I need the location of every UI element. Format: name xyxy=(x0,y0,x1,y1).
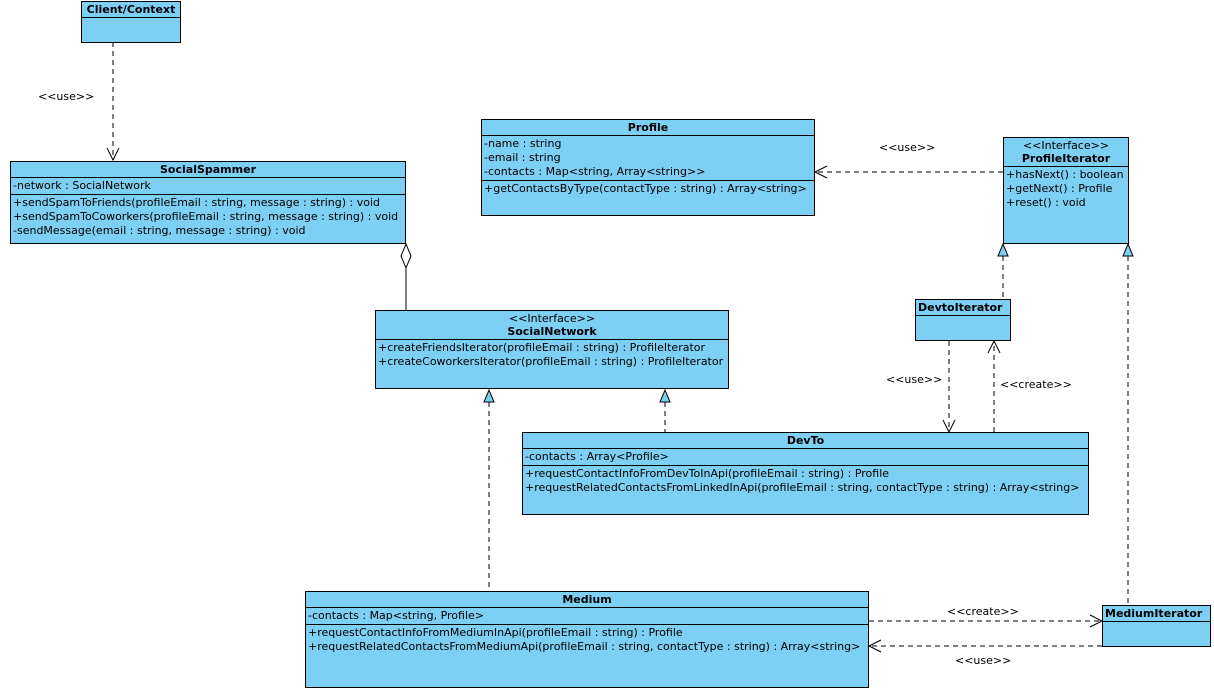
class-name: DevTo xyxy=(786,434,825,447)
operation: +getContactsByType(contactType : string)… xyxy=(484,182,807,195)
class-header: <<Interface>> ProfileIterator xyxy=(1004,138,1128,167)
client-use-arrowhead xyxy=(106,147,120,162)
operation: +reset() : void xyxy=(1006,196,1086,209)
operations-section: +createFriendsIterator(profileEmail : st… xyxy=(376,340,728,370)
attributes-section: -contacts : Map<string, Profile> xyxy=(306,608,868,625)
class-header: Client/Context xyxy=(82,2,180,18)
class-devto-iterator[interactable]: DevtoIterator xyxy=(915,299,1011,341)
aggregation-diamond xyxy=(400,242,412,270)
operations-section: +requestContactInfoFromMediumInApi(profi… xyxy=(306,625,868,655)
interface-profile-iterator[interactable]: <<Interface>> ProfileIterator +hasNext()… xyxy=(1003,137,1129,244)
attribute: -network : SocialNetwork xyxy=(13,179,151,192)
operation: +sendSpamToCoworkers(profileEmail : stri… xyxy=(13,210,399,223)
class-header: MediumIterator xyxy=(1103,606,1210,622)
operation: +requestRelatedContactsFromMediumApi(pro… xyxy=(308,640,861,653)
class-name: Medium xyxy=(562,593,612,606)
class-header: SocialSpammer xyxy=(11,162,405,178)
class-name: Profile xyxy=(627,121,669,134)
iterator-profile-use-label: <<use>> xyxy=(879,141,936,154)
class-header: DevTo xyxy=(523,433,1088,449)
operation: -sendMessage(email : string, message : s… xyxy=(13,224,306,237)
operation: +getNext() : Profile xyxy=(1006,182,1113,195)
class-header: Profile xyxy=(482,120,814,136)
attribute: -contacts : Map<string, Profile> xyxy=(308,609,484,622)
operations-section: +sendSpamToFriends(profileEmail : string… xyxy=(11,195,405,239)
operation: +requestContactInfoFromMediumInApi(profi… xyxy=(308,626,683,639)
operations-section: +getContactsByType(contactType : string)… xyxy=(482,181,814,197)
class-header: Medium xyxy=(306,592,868,608)
class-social-spammer[interactable]: SocialSpammer -network : SocialNetwork +… xyxy=(10,161,406,244)
client-use-label: <<use>> xyxy=(38,90,95,103)
class-name: MediumIterator xyxy=(1105,607,1203,620)
operation: +hasNext() : boolean xyxy=(1006,168,1124,181)
attributes-section: -network : SocialNetwork xyxy=(11,178,405,195)
operations-section: +requestContactInfoFromDevToInApi(profil… xyxy=(523,466,1088,496)
class-name: SocialNetwork xyxy=(507,325,597,338)
class-header: <<Interface>> SocialNetwork xyxy=(376,311,728,340)
class-header: DevtoIterator xyxy=(916,300,1010,316)
operations-section: +hasNext() : boolean +getNext() : Profil… xyxy=(1004,167,1128,211)
stereotype: <<Interface>> xyxy=(1022,139,1110,152)
medium-iterator-realization-triangle xyxy=(1122,242,1134,257)
devto-iterator-create-label: <<create>> xyxy=(1000,378,1072,391)
attribute: -email : string xyxy=(484,151,561,164)
medium-iterator-use-arrowhead xyxy=(867,639,882,653)
class-profile[interactable]: Profile -name : string -email : string -… xyxy=(481,119,815,216)
class-medium[interactable]: Medium -contacts : Map<string, Profile> … xyxy=(305,591,869,688)
class-name: SocialSpammer xyxy=(160,163,256,176)
interface-social-network[interactable]: <<Interface>> SocialNetwork +createFrien… xyxy=(375,310,729,389)
class-name: Client/Context xyxy=(86,3,176,16)
class-name: DevtoIterator xyxy=(918,301,1003,314)
medium-realization-triangle xyxy=(483,388,495,403)
operation: +sendSpamToFriends(profileEmail : string… xyxy=(13,196,381,209)
class-medium-iterator[interactable]: MediumIterator xyxy=(1102,605,1211,647)
class-name: ProfileIterator xyxy=(1021,152,1111,165)
class-client-context[interactable]: Client/Context xyxy=(81,1,181,43)
devto-realization-triangle xyxy=(659,388,671,403)
attribute: -name : string xyxy=(484,137,562,150)
operation: +createFriendsIterator(profileEmail : st… xyxy=(378,341,706,354)
operation: +createCoworkersIterator(profileEmail : … xyxy=(378,355,724,368)
attribute: -contacts : Map<string, Array<string>> xyxy=(484,165,706,178)
iterator-profile-use-arrowhead xyxy=(813,165,828,179)
devto-iterator-use-label: <<use>> xyxy=(886,373,943,386)
operation: +requestContactInfoFromDevToInApi(profil… xyxy=(525,467,890,480)
medium-iterator-use-label: <<use>> xyxy=(955,654,1012,667)
operation: +requestRelatedContactsFromLinkedInApi(p… xyxy=(525,481,1080,494)
devto-iterator-realization-triangle xyxy=(997,242,1009,257)
attributes-section: -name : string -email : string -contacts… xyxy=(482,136,814,181)
class-devto[interactable]: DevTo -contacts : Array<Profile> +reques… xyxy=(522,432,1089,515)
attribute: -contacts : Array<Profile> xyxy=(525,450,669,463)
devto-iterator-create-arrowhead xyxy=(987,339,1001,354)
attributes-section: -contacts : Array<Profile> xyxy=(523,449,1088,466)
stereotype: <<Interface>> xyxy=(508,312,596,325)
medium-iterator-create-label: <<create>> xyxy=(947,605,1019,618)
